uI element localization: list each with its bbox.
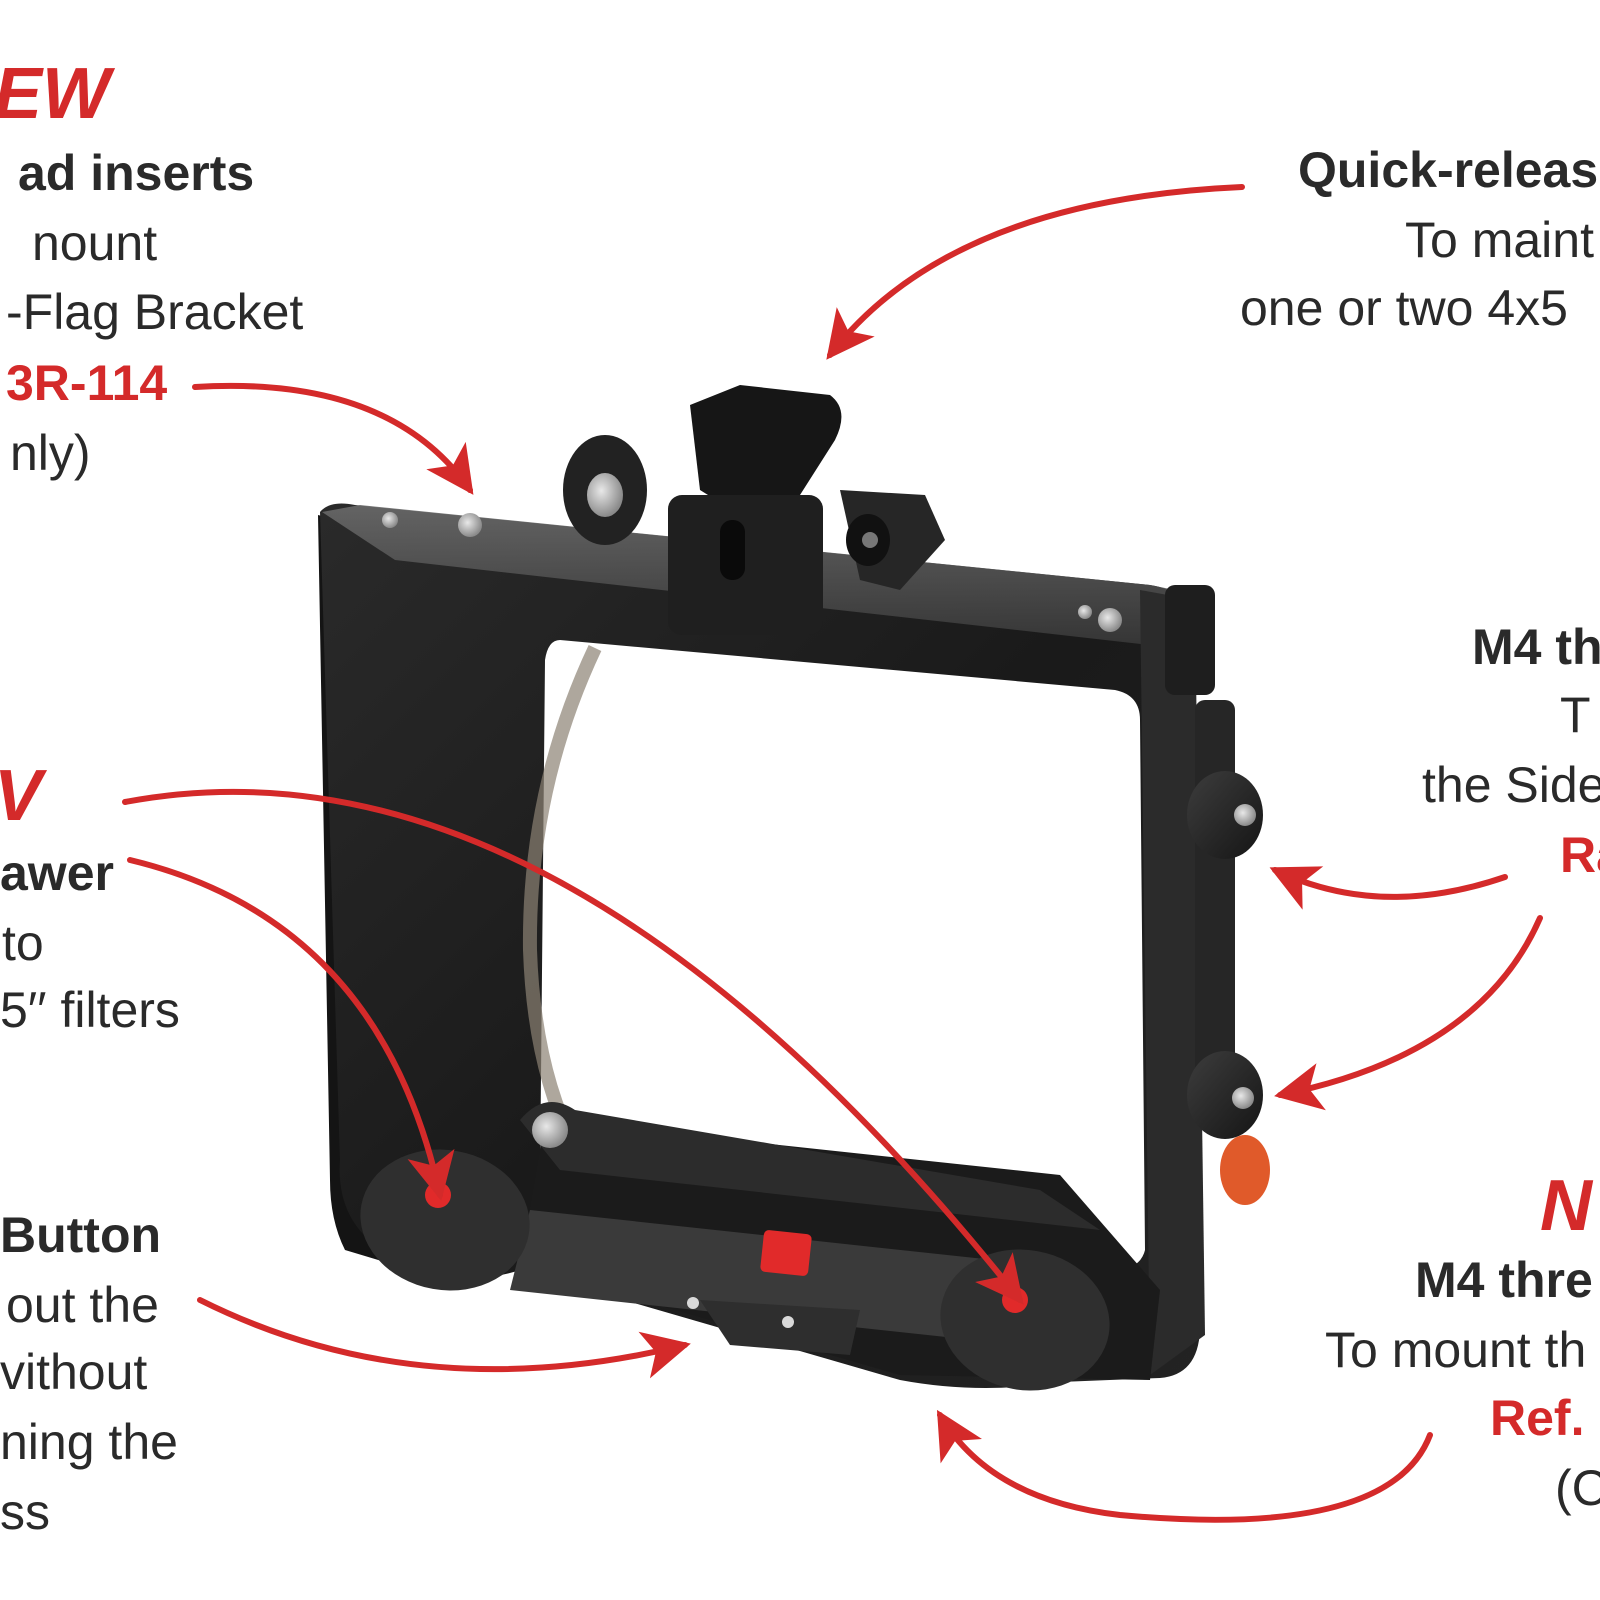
frame-right-edge xyxy=(1140,590,1205,1375)
m4-ref-lower: Ref. xyxy=(1490,1390,1585,1446)
arrow-drawer-2 xyxy=(127,857,455,1201)
arrow-m4-1 xyxy=(1269,866,1508,910)
drawer-release-button xyxy=(700,1300,860,1355)
top-right-post xyxy=(1165,585,1215,695)
m4-line2-upper: the Side xyxy=(1422,757,1600,813)
red-release-button xyxy=(760,1230,812,1276)
lever-block xyxy=(668,495,823,635)
drawer-line1: to xyxy=(2,915,44,971)
button-line4: ss xyxy=(0,1484,50,1540)
button-line3: ning the xyxy=(0,1414,178,1470)
thread-inserts-note: nly) xyxy=(10,425,91,481)
button-title: Button xyxy=(0,1207,162,1263)
arrow-m4-2 xyxy=(1274,915,1543,1111)
left-pull-knob xyxy=(360,1149,530,1291)
drawer-bar xyxy=(510,1210,1040,1345)
thread-inserts-ref: 3R-114 xyxy=(6,355,168,411)
new-badge-right: N xyxy=(1540,1166,1592,1246)
thread-inserts-line2: -Flag Bracket xyxy=(6,284,304,340)
m4-line1-lower: To mount th xyxy=(1325,1322,1587,1378)
lever-slot xyxy=(720,520,745,580)
thread-inserts-line1: nount xyxy=(32,215,158,271)
frame-window xyxy=(545,645,1125,1235)
arrow-thread-inserts xyxy=(192,382,474,495)
arrow-m4-new xyxy=(936,1409,1433,1523)
button-line2: vithout xyxy=(0,1344,148,1400)
m4-ref-upper: Ra xyxy=(1560,827,1600,883)
quick-release-lever xyxy=(690,385,842,515)
side-knob-upper xyxy=(1187,771,1263,859)
quick-release-line2: one or two 4x5 xyxy=(1240,280,1568,336)
quick-release-title: Quick-releas xyxy=(1298,142,1599,198)
drawer-top xyxy=(520,1102,1100,1230)
arrow-drawer-1 xyxy=(122,788,1024,1305)
button-line1: out the xyxy=(6,1277,159,1333)
red-thread-insert xyxy=(1220,1135,1270,1205)
thread-inserts-title: ad inserts xyxy=(18,145,255,201)
m4-line1-upper: T xyxy=(1560,687,1591,743)
m4-title-lower: M4 thre xyxy=(1415,1252,1593,1308)
side-knob-lower xyxy=(1187,1051,1263,1139)
drawer-line2: 5′′ filters xyxy=(0,982,180,1038)
arrow-quick-release xyxy=(826,184,1245,360)
m4-note-lower: (C xyxy=(1555,1460,1600,1516)
new-badge-top-left: EW xyxy=(0,54,110,134)
drawer-title: awer xyxy=(0,845,114,901)
quick-release-line1: To maint xyxy=(1405,212,1594,268)
m4-title-upper: M4 th xyxy=(1472,619,1600,675)
arrow-button xyxy=(197,1297,691,1379)
new-badge-mid-left: V xyxy=(0,760,42,832)
